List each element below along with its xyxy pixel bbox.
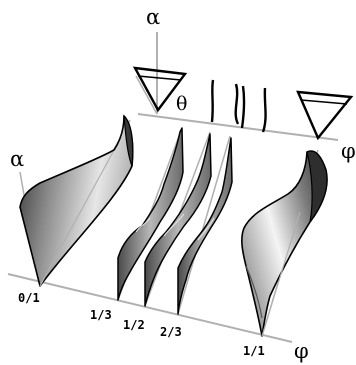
top-phi-label: φ [341, 139, 356, 163]
tick-0-1: 0/1 [18, 291, 40, 305]
left-alpha-label: α [10, 147, 24, 171]
top-left-triangle [132, 66, 188, 113]
sheet-2-3 [177, 137, 233, 315]
top-alpha-label: α [146, 5, 160, 29]
sheet-1-2 [144, 133, 212, 307]
bottom-phi-label: φ [294, 339, 309, 363]
main-plot: 0/1 1/3 1/2 2/3 1/1 α φ [7, 114, 328, 363]
top-diag-axis [135, 75, 158, 115]
tick-labels: 0/1 1/3 1/2 2/3 1/1 [18, 291, 265, 358]
top-plot: α θ φ [132, 5, 356, 163]
main-phi-axis [7, 273, 293, 343]
top-phi-axis [137, 113, 339, 141]
tick-2-3: 2/3 [160, 325, 182, 339]
tick-1-2: 1/2 [123, 318, 145, 332]
tick-1-1: 1/1 [243, 344, 265, 358]
top-right-triangle [296, 90, 354, 141]
top-strands [210, 79, 267, 133]
sheet-1-3 [117, 127, 184, 301]
tick-1-3: 1/3 [90, 308, 112, 322]
right-surface [241, 150, 328, 337]
theta-label: θ [176, 93, 187, 115]
left-surface [19, 114, 134, 287]
